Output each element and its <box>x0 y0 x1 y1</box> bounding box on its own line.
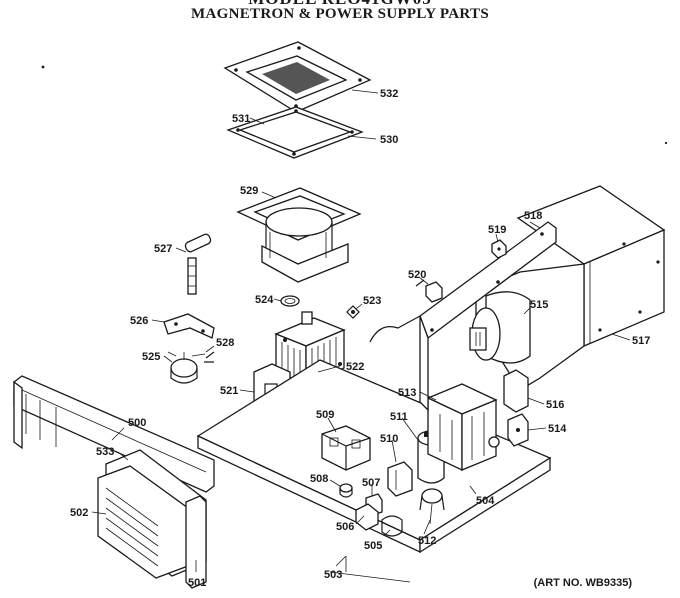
cutout-525 <box>167 351 206 384</box>
panel-500 <box>13 375 215 493</box>
callout-507: 507 <box>362 477 380 489</box>
clip-505 <box>381 515 403 537</box>
leader-lines <box>91 89 631 572</box>
callout-528: 528 <box>216 337 234 349</box>
callout-516: 516 <box>546 399 564 411</box>
callout-labels: 532 531 530 529 527 524 523 520 519 518 … <box>70 88 650 589</box>
switch-514 <box>507 413 529 447</box>
callout-518: 518 <box>524 210 542 222</box>
bracket-526 <box>163 313 215 339</box>
transformer-513 <box>426 383 500 472</box>
callout-519: 519 <box>488 224 506 236</box>
callout-520: 520 <box>408 269 426 281</box>
grille-502 <box>97 449 207 589</box>
callout-525: 525 <box>142 351 160 363</box>
waveguide-529 <box>236 187 362 283</box>
callout-531: 531 <box>232 113 250 125</box>
back-plate-518 <box>419 221 557 412</box>
ring-524 <box>280 295 300 307</box>
callout-527: 527 <box>154 243 172 255</box>
fan-shroud-515 <box>469 263 585 391</box>
callout-529: 529 <box>240 185 258 197</box>
callout-510: 510 <box>380 433 398 445</box>
callout-504: 504 <box>476 495 495 507</box>
callout-501: 501 <box>188 577 206 589</box>
plate-530 <box>226 106 364 159</box>
nut-519 <box>491 239 507 259</box>
callout-502: 502 <box>70 507 88 519</box>
callout-514: 514 <box>548 423 567 435</box>
callout-503: 503 <box>324 569 342 581</box>
print-speck <box>664 141 668 145</box>
relay-509 <box>321 425 371 471</box>
print-speck <box>41 65 45 69</box>
art-number: (ART NO. WB9335) <box>533 577 632 589</box>
wire-harness <box>369 315 421 343</box>
callout-530: 530 <box>380 134 398 146</box>
callout-526: 526 <box>130 315 148 327</box>
clip-523 <box>346 305 360 319</box>
callout-515: 515 <box>530 299 548 311</box>
callout-521: 521 <box>220 385 238 397</box>
bracket-516 <box>503 369 529 413</box>
diode-510 <box>387 461 413 497</box>
clamp-512 <box>419 488 445 525</box>
antenna-527 <box>184 233 212 295</box>
callout-533: 533 <box>96 446 114 458</box>
callout-513: 513 <box>398 387 416 399</box>
callout-509: 509 <box>316 409 334 421</box>
callout-522: 522 <box>346 361 364 373</box>
callout-532: 532 <box>380 88 398 100</box>
screw-528 <box>204 351 215 363</box>
callout-512: 512 <box>418 535 436 547</box>
callout-523: 523 <box>363 295 381 307</box>
fuse-508 <box>339 483 353 498</box>
callout-524: 524 <box>255 294 274 306</box>
model-number-title: MODEL REO41GW03 <box>0 0 680 9</box>
callout-508: 508 <box>310 473 328 485</box>
connector-506 <box>355 503 379 531</box>
callout-500: 500 <box>128 417 146 429</box>
callout-506: 506 <box>336 521 354 533</box>
callout-505: 505 <box>364 540 382 552</box>
callout-517: 517 <box>632 335 650 347</box>
callout-511: 511 <box>390 411 408 423</box>
gasket-532 <box>223 41 372 113</box>
clip-520 <box>415 279 443 303</box>
section-title: MAGNETRON & POWER SUPPLY PARTS <box>191 6 489 22</box>
